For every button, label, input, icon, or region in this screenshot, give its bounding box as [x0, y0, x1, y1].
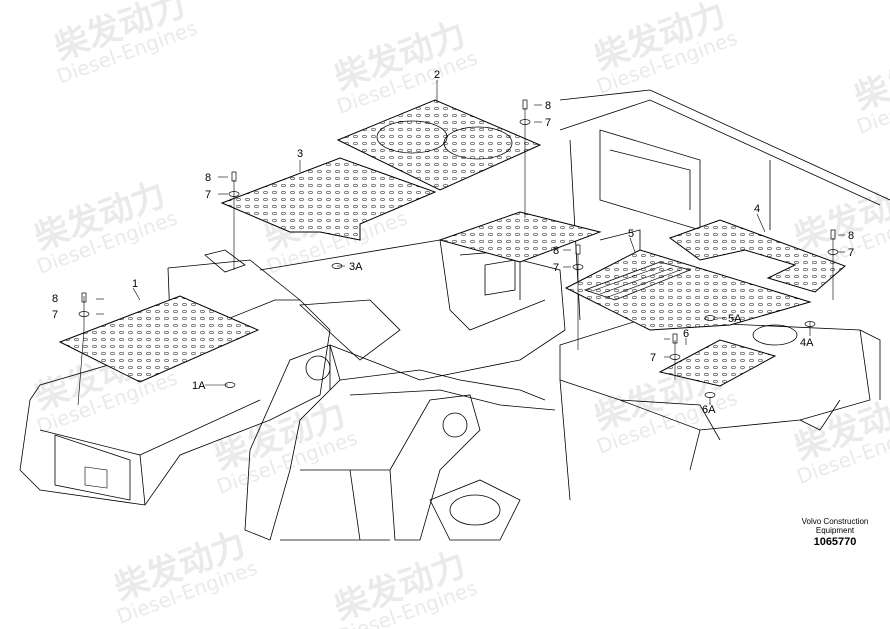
callout-3A: 3A — [349, 261, 363, 273]
plate-1 — [58, 295, 260, 383]
callout-5A: 5A — [728, 313, 742, 325]
plate-under-2 — [438, 211, 602, 263]
callout-7: 7 — [848, 247, 854, 259]
callout-7: 7 — [205, 189, 211, 201]
credit-line2: Equipment — [816, 526, 855, 535]
callout-7: 7 — [553, 262, 559, 274]
plate-2 — [336, 99, 542, 191]
callout-1: 1 — [132, 278, 138, 290]
callout-8: 8 — [553, 245, 559, 257]
callout-8: 8 — [205, 172, 211, 184]
plate-4 — [668, 219, 846, 293]
callout-7: 7 — [545, 117, 551, 129]
callout-8: 8 — [52, 293, 58, 305]
callout-6A: 6A — [702, 404, 716, 416]
callout-2: 2 — [434, 69, 440, 81]
callout-6: 6 — [683, 328, 689, 340]
plate-5 — [564, 249, 812, 331]
callout-7: 7 — [650, 352, 656, 364]
fasteners — [78, 99, 839, 398]
machine-frame — [19, 89, 890, 541]
plate-3 — [220, 157, 437, 241]
callout-labels: 1 1A 2 3 3A 4 4A 5 5A 6 6A 8 7 8 7 8 7 8… — [52, 69, 854, 416]
callout-8: 8 — [848, 230, 854, 242]
credit-block: Volvo Construction Equipment 1065770 — [802, 517, 869, 548]
credit-line1: Volvo Construction — [802, 517, 869, 526]
document-number: 1065770 — [814, 536, 857, 548]
callout-3: 3 — [297, 148, 303, 160]
callout-5: 5 — [628, 228, 634, 240]
callout-7: 7 — [52, 309, 58, 321]
callout-1A: 1A — [192, 380, 206, 392]
callout-4A: 4A — [800, 337, 814, 349]
leader-lines — [77, 80, 845, 406]
callout-8: 8 — [545, 100, 551, 112]
plate-6 — [658, 339, 777, 387]
callout-4: 4 — [754, 203, 760, 215]
